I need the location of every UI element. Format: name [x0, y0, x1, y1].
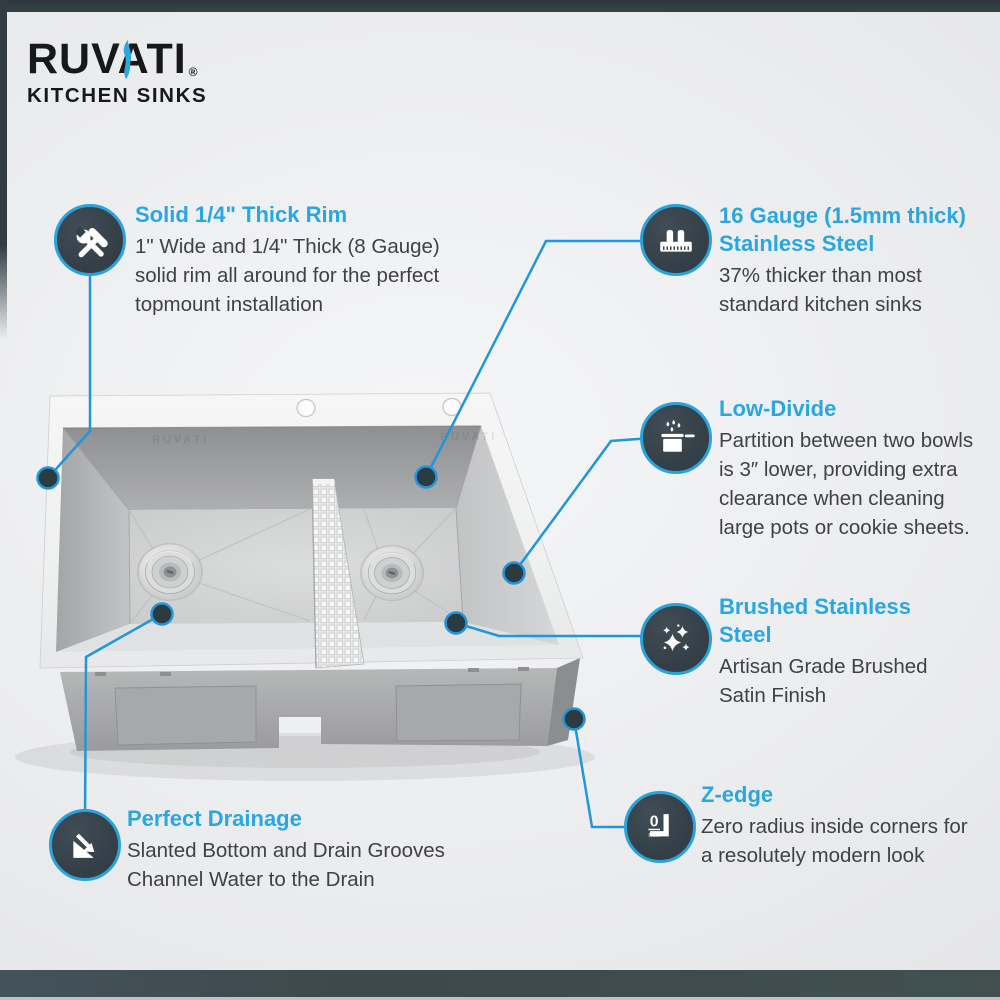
- flame-icon: [123, 40, 132, 79]
- callout-title: Solid 1/4" Thick Rim: [135, 202, 348, 227]
- callout-dots: [36, 465, 586, 731]
- tools-icon: [54, 204, 126, 276]
- left-drain: [137, 543, 203, 601]
- right-drain: [359, 544, 425, 602]
- svg-text:0: 0: [650, 813, 659, 830]
- callout-body: Artisan Grade Brushed Satin Finish: [719, 655, 928, 707]
- dot-brushed: [444, 611, 468, 635]
- sparkles-icon: [640, 603, 712, 675]
- gauge-ruler-icon: [640, 204, 712, 276]
- callout-body: 1" Wide and 1/4" Thick (8 Gauge) solid r…: [135, 235, 440, 316]
- callout-low-divide: Low-Divide Partition between two bowls i…: [719, 395, 975, 542]
- callout-gauge: 16 Gauge (1.5mm thick) Stainless Steel 3…: [719, 202, 981, 319]
- brand-name: RUVATI: [27, 35, 187, 83]
- bottom-accent-line: [0, 997, 1000, 1000]
- left-edge-bar: [0, 0, 7, 340]
- callout-brushed: Brushed Stainless Steel Artisan Grade Br…: [719, 593, 957, 710]
- callout-body: Slanted Bottom and Drain Grooves Channel…: [127, 839, 445, 891]
- svg-text:RUVATI: RUVATI: [440, 431, 497, 443]
- drain-slope-icon: [49, 809, 121, 881]
- callout-title: Low-Divide: [719, 396, 837, 421]
- callout-title: Perfect Drainage: [127, 806, 302, 831]
- dot-z-edge: [562, 707, 586, 731]
- dot-drainage: [150, 602, 174, 626]
- dot-gauge: [414, 465, 438, 489]
- callout-title: 16 Gauge (1.5mm thick) Stainless Steel: [719, 203, 966, 256]
- zero-radius-icon: 0 mm: [624, 791, 696, 863]
- registered-mark: ®: [188, 65, 198, 79]
- callout-drainage: Perfect Drainage Slanted Bottom and Drai…: [127, 805, 461, 894]
- callout-title: Z-edge: [701, 782, 774, 807]
- brand-logo: RUVATI ® KITCHEN SINKS: [27, 38, 207, 108]
- svg-text:RUVATI: RUVATI: [152, 434, 209, 446]
- dot-thick-rim: [36, 466, 60, 490]
- dot-low-divide: [502, 561, 526, 585]
- pot-steam-icon: [640, 402, 712, 474]
- brand-tagline: KITCHEN SINKS: [27, 84, 208, 107]
- callout-title: Brushed Stainless Steel: [719, 594, 911, 647]
- bottom-bar: [0, 970, 1000, 997]
- callout-body: Partition between two bowls is 3″ lower,…: [719, 429, 974, 539]
- callout-thick-rim: Solid 1/4" Thick Rim 1" Wide and 1/4" Th…: [135, 201, 453, 319]
- callout-z-edge: Z-edge Zero radius inside corners for a …: [701, 781, 969, 870]
- callout-body: 37% thicker than most standard kitchen s…: [719, 264, 922, 316]
- callout-body: Zero radius inside corners for a resolut…: [701, 815, 968, 867]
- top-bar: [0, 0, 1000, 12]
